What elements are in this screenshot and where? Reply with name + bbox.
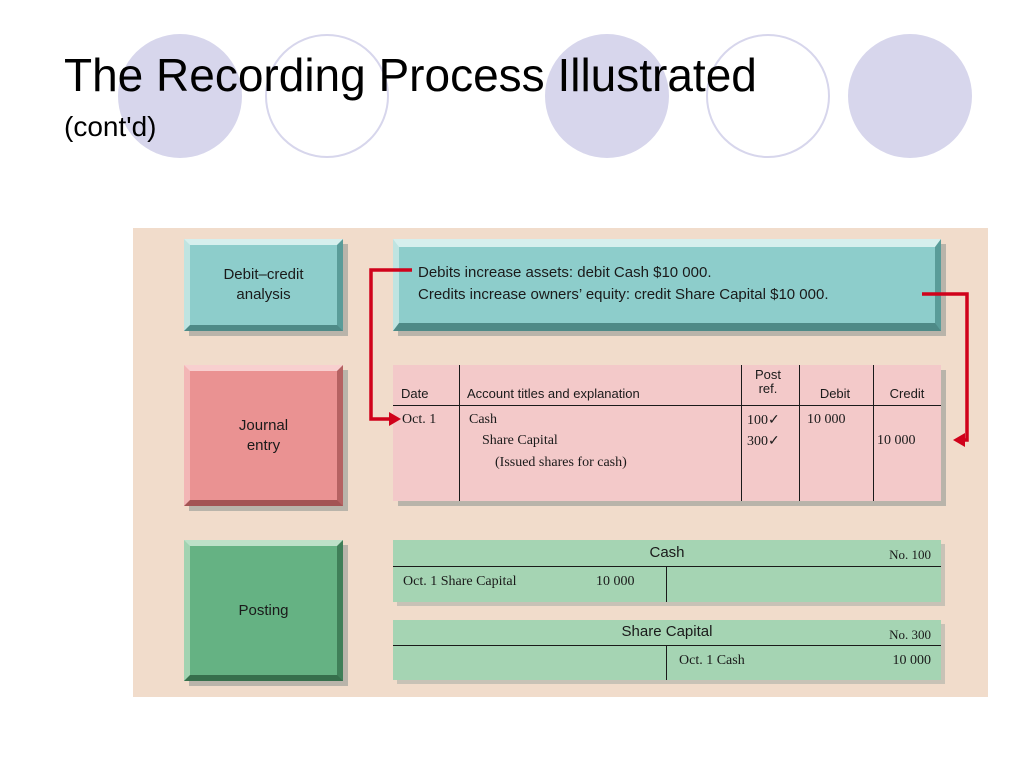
cash-account: Cash No. 100 Oct. 1 Share Capital 10 000 — [393, 540, 941, 602]
share-capital-right-amount: 10 000 — [892, 653, 932, 668]
header-divider — [393, 405, 941, 406]
entry-debit-amount: 10 000 — [807, 412, 846, 427]
cash-account-split — [666, 566, 667, 602]
debit-credit-analysis-box: Debits increase assets: debit Cash $10 0… — [393, 239, 941, 331]
decor-circle-3 — [545, 34, 669, 158]
col-header-account: Account titles and explanation — [467, 386, 640, 401]
col-header-debit: Debit — [819, 386, 851, 401]
col-header-post-ref: Post ref. — [748, 368, 788, 396]
share-capital-account-title: Share Capital — [621, 623, 713, 640]
cash-account-number: No. 100 — [889, 547, 931, 562]
entry-date: Oct. 1 — [402, 412, 437, 427]
share-capital-right-entry: Oct. 1 Cash — [679, 653, 745, 668]
page-title: The Recording Process Illustrated — [64, 49, 757, 101]
post-ref-line2: ref. — [758, 381, 778, 396]
share-capital-account: Share Capital No. 300 Oct. 1 Cash 10 000 — [393, 620, 941, 680]
journal-label-line2: entry — [246, 436, 281, 454]
journal-label-line1: Journal — [238, 416, 289, 434]
decor-circle-1 — [118, 34, 242, 158]
share-capital-account-number: No. 300 — [889, 627, 931, 642]
journal-table: Date Account titles and explanation Post… — [393, 365, 941, 501]
posting-label: Posting — [184, 540, 343, 681]
entry-credit-amount: 10 000 — [877, 433, 916, 448]
entry-debit-account: Cash — [469, 412, 497, 427]
page-subtitle: (cont'd) — [64, 111, 157, 142]
decor-circle-5 — [848, 34, 972, 158]
credit-flow-arrowhead — [953, 433, 965, 447]
col-divider-4 — [873, 365, 874, 501]
share-capital-account-split — [666, 645, 667, 680]
analysis-label-line2: analysis — [236, 286, 291, 303]
entry-explanation: (Issued shares for cash) — [495, 455, 627, 470]
col-header-date: Date — [401, 386, 429, 401]
debit-credit-analysis-label: Debit–credit analysis — [184, 239, 343, 331]
analysis-label-line1: Debit–credit — [223, 266, 304, 283]
analysis-debit-line: Debits increase assets: debit Cash $10 0… — [418, 264, 712, 281]
col-divider-1 — [459, 365, 460, 501]
col-header-credit: Credit — [889, 386, 925, 401]
entry-ref-debit: 100✓ — [747, 413, 780, 428]
cash-left-amount: 10 000 — [596, 574, 635, 589]
col-divider-3 — [799, 365, 800, 501]
cash-account-rule — [393, 566, 941, 567]
analysis-credit-line: Credits increase owners’ equity: credit … — [418, 286, 829, 303]
cash-left-entry: Oct. 1 Share Capital — [403, 574, 517, 589]
share-capital-account-rule — [393, 645, 941, 646]
decor-circle-2 — [265, 34, 389, 158]
decor-circle-4 — [706, 34, 830, 158]
journal-entry-label: Journal entry — [184, 365, 343, 506]
entry-ref-credit: 300✓ — [747, 434, 780, 449]
post-ref-line1: Post — [754, 367, 781, 382]
entry-credit-account: Share Capital — [482, 433, 558, 448]
col-divider-2 — [741, 365, 742, 501]
recording-process-figure: Debit–credit analysis Journal entry Post… — [133, 228, 988, 697]
posting-label-text: Posting — [238, 601, 289, 619]
cash-account-title: Cash — [649, 544, 685, 561]
